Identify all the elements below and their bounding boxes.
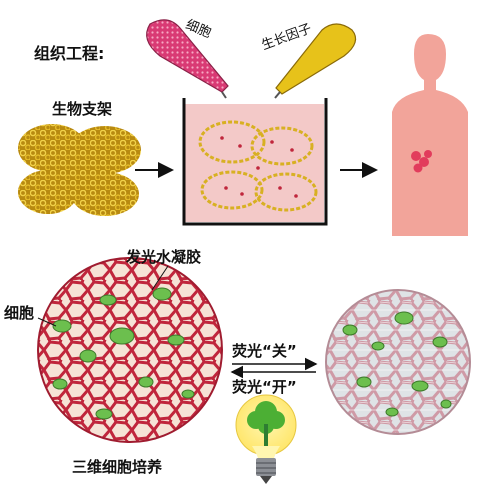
fluorescence-off-label: 荧光“关” [232,342,297,360]
fluorescence-on-label: 荧光“开” [232,378,297,396]
hydrogel-culture-circle [37,257,223,443]
bio-scaffold [18,124,141,216]
cell-tube [146,19,229,99]
double-arrow-icon [230,357,318,379]
hydrogel-label: 发光水凝胶 [126,248,202,266]
cells-label: 细胞 [4,304,35,322]
culture-label: 三维细胞培养 [72,458,163,476]
scaffold-label: 生物支架 [52,100,113,118]
human-body-icon [392,34,468,236]
diagram-title: 组织工程: [34,44,105,63]
growth-factor-tube [274,23,357,99]
beaker [182,98,328,226]
fluorescence-off-circle [325,289,471,435]
cells-pointer-line [37,317,57,327]
light-bulb-icon [235,394,297,484]
hydrogel-pointer-line [151,265,169,291]
